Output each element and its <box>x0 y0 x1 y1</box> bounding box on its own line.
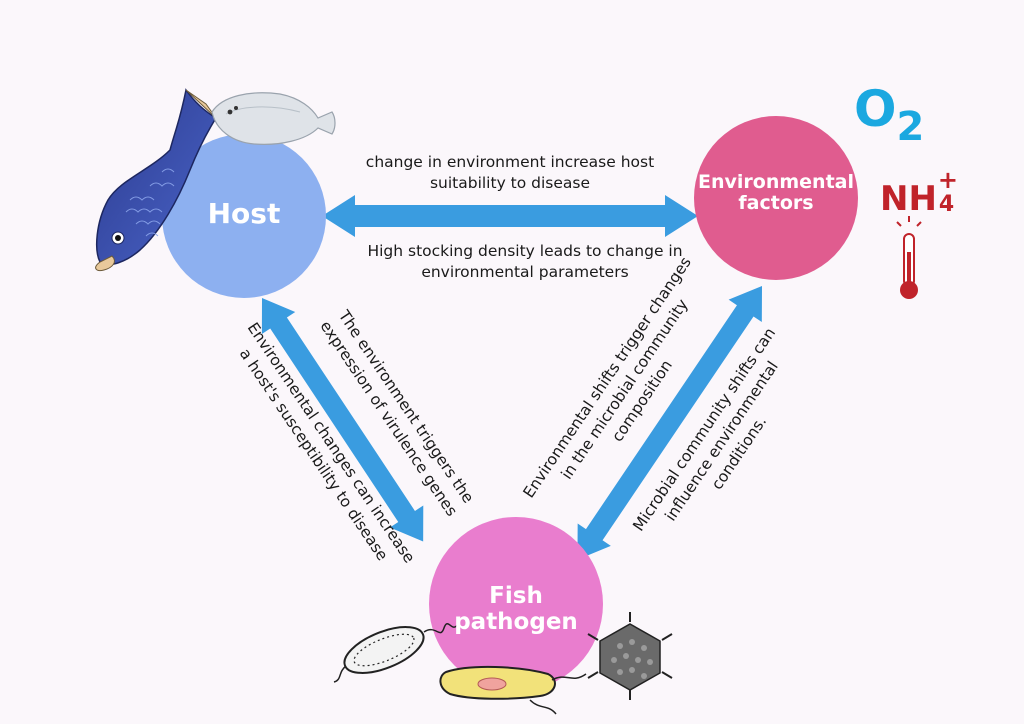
thermometer-icon <box>896 216 922 299</box>
oxygen-symbol: O2 <box>854 84 924 147</box>
protozoan-icon <box>439 665 587 715</box>
pathogen-label-line1: Fish <box>489 583 543 609</box>
arrow-environment-pathogen <box>577 286 762 560</box>
bacterium-icon <box>333 622 459 683</box>
host-node <box>162 134 326 298</box>
ammonium-charge: +4 <box>937 168 958 216</box>
oxygen-subscript: 2 <box>896 104 925 150</box>
edge-label-line: High stocking density leads to change in <box>367 242 683 260</box>
pathogen-node <box>429 517 603 691</box>
edge-label-line: environmental parameters <box>421 262 629 281</box>
pathogen-label: Fish pathogen <box>440 583 592 636</box>
edge-label-host-env-top: change in environment increase host suit… <box>340 152 680 194</box>
arrow-host-environment <box>322 195 698 237</box>
environment-label-line2: factors <box>738 192 814 215</box>
host-label-text: Host <box>207 197 281 230</box>
environment-node <box>694 116 858 280</box>
ammonium-letters: NH <box>880 179 937 219</box>
edge-label-host-env-bottom: High stocking density leads to change in… <box>340 241 710 283</box>
double-arrow-left <box>261 298 424 542</box>
arrow-host-pathogen <box>261 298 424 542</box>
host-label: Host <box>184 198 304 229</box>
flatfish-icon <box>211 92 336 145</box>
pathogen-label-line2: pathogen <box>454 608 578 635</box>
double-arrow-right <box>577 286 762 560</box>
ammonium-superscript: + <box>937 166 959 194</box>
ammonium-subscript: 4 <box>938 192 955 217</box>
ammonium-symbol: NH+4 <box>880 168 958 219</box>
oxygen-letter: O <box>854 80 897 138</box>
edge-label-line: change in environment increase host <box>365 153 655 171</box>
double-arrow-horizontal <box>322 195 698 237</box>
virus-icon <box>587 612 673 700</box>
edge-label-line: suitability to disease <box>429 173 591 192</box>
carp-fish-icon <box>95 88 218 271</box>
environment-label: Environmental factors <box>694 172 858 215</box>
environment-label-line1: Environmental <box>698 172 854 193</box>
